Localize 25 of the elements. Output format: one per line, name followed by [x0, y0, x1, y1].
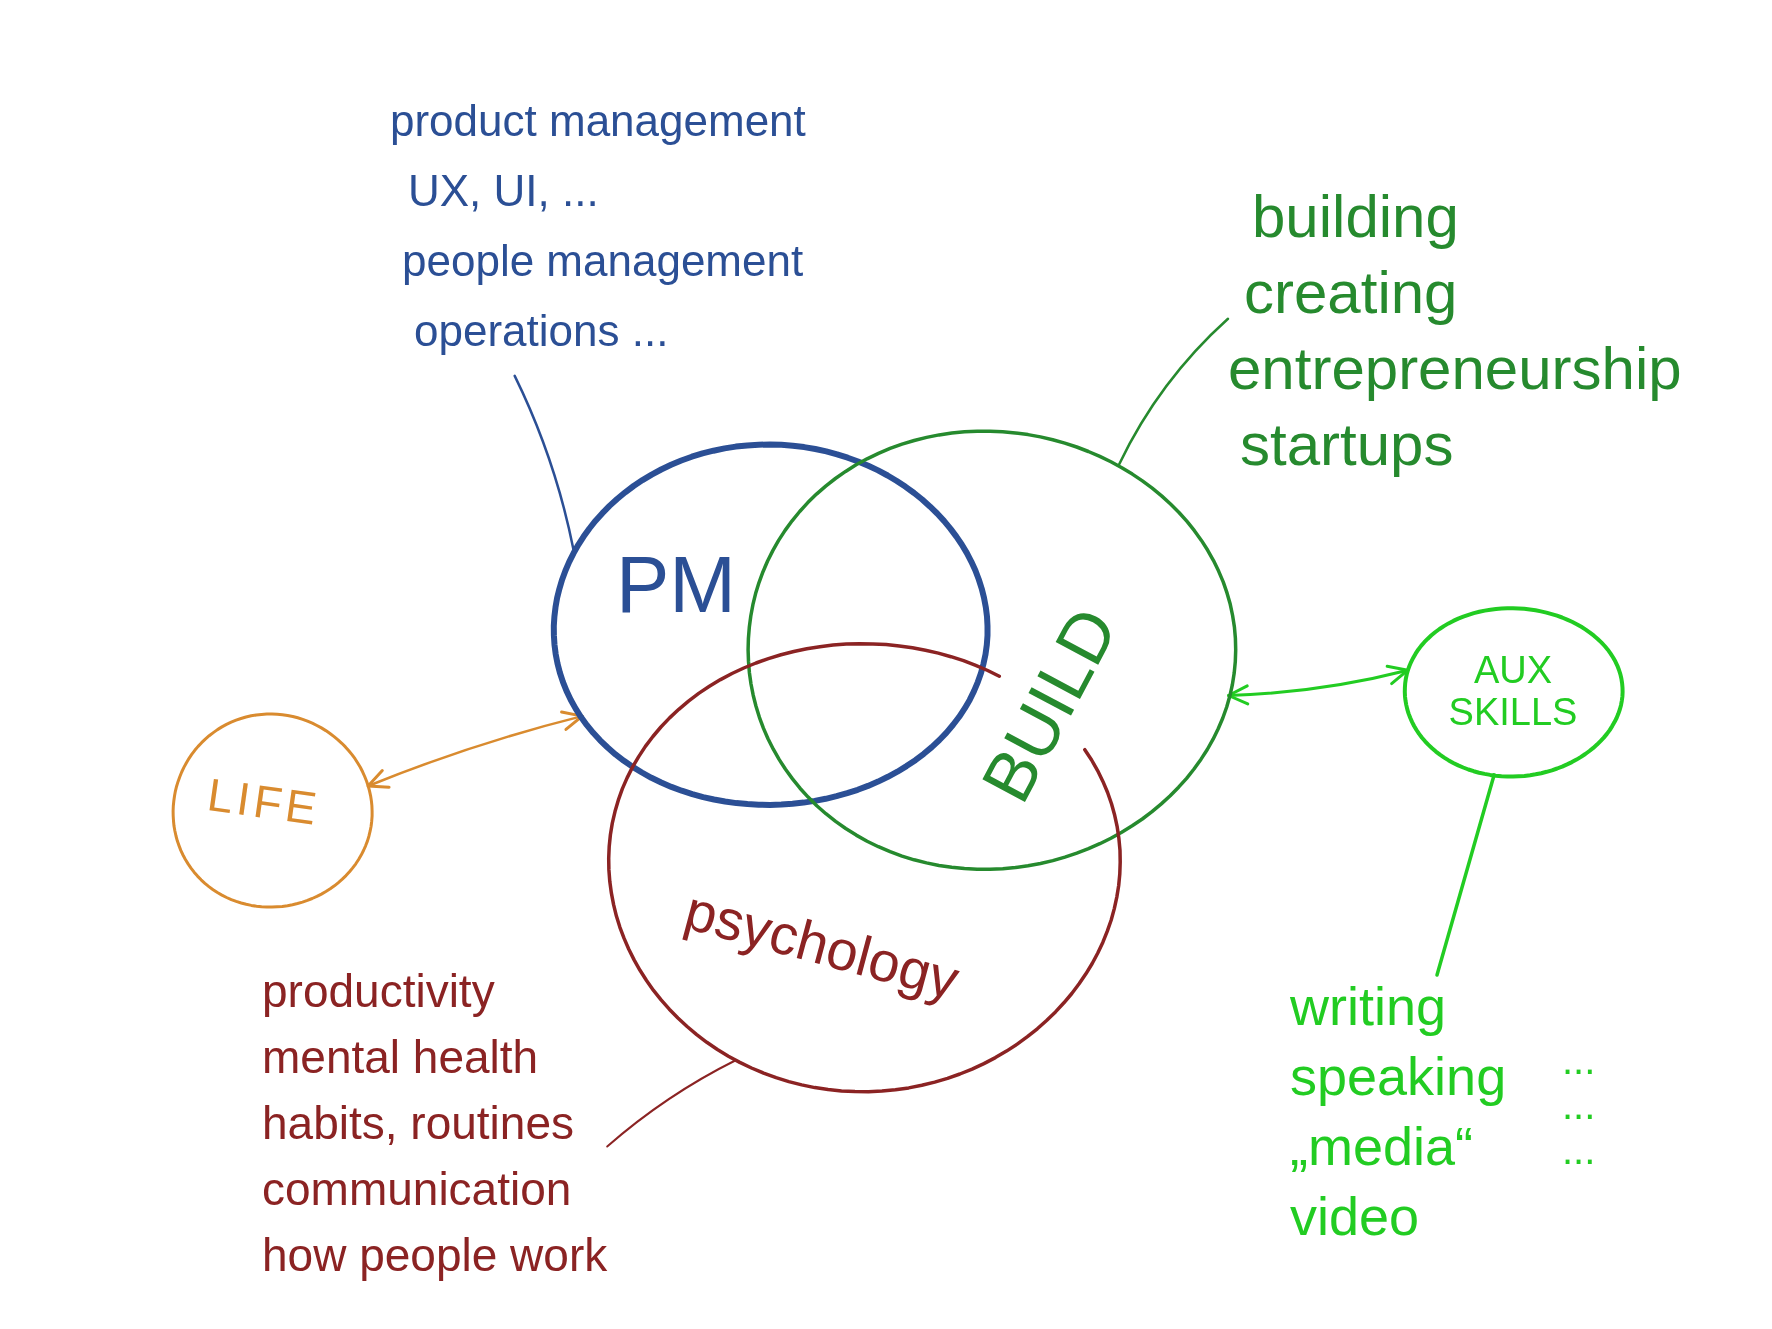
ellipsis-text: ... — [1562, 1130, 1596, 1170]
list-item: creating — [1244, 258, 1458, 327]
list-item: video — [1290, 1184, 1420, 1248]
list-item: communication — [262, 1162, 572, 1216]
circle-label: PM — [616, 541, 736, 629]
list-item: UX, UI, ... — [408, 166, 599, 217]
list-item: operations ... — [414, 305, 669, 357]
list-item: how people work — [262, 1228, 608, 1282]
circle-label: AUX SKILLS — [1448, 650, 1578, 734]
ellipsis-text: ... — [1562, 1040, 1596, 1080]
list-item: writing — [1290, 975, 1447, 1038]
list-item: „media“ — [1290, 1114, 1474, 1178]
ellipsis-text: ... — [1562, 1085, 1596, 1125]
list-item: product management — [390, 96, 806, 147]
list-item: entrepreneurship — [1228, 334, 1682, 403]
leader-line — [513, 374, 575, 552]
list-item: productivity — [262, 965, 495, 1018]
leader-line — [1117, 317, 1230, 466]
circle-label: LIFE — [204, 769, 324, 835]
list-item: startups — [1240, 410, 1454, 479]
list-item: mental health — [262, 1031, 539, 1084]
list-item: people management — [402, 235, 804, 287]
list-item: habits, routines — [262, 1096, 574, 1150]
list-item: building — [1252, 182, 1459, 251]
list-item: speaking — [1290, 1045, 1507, 1108]
